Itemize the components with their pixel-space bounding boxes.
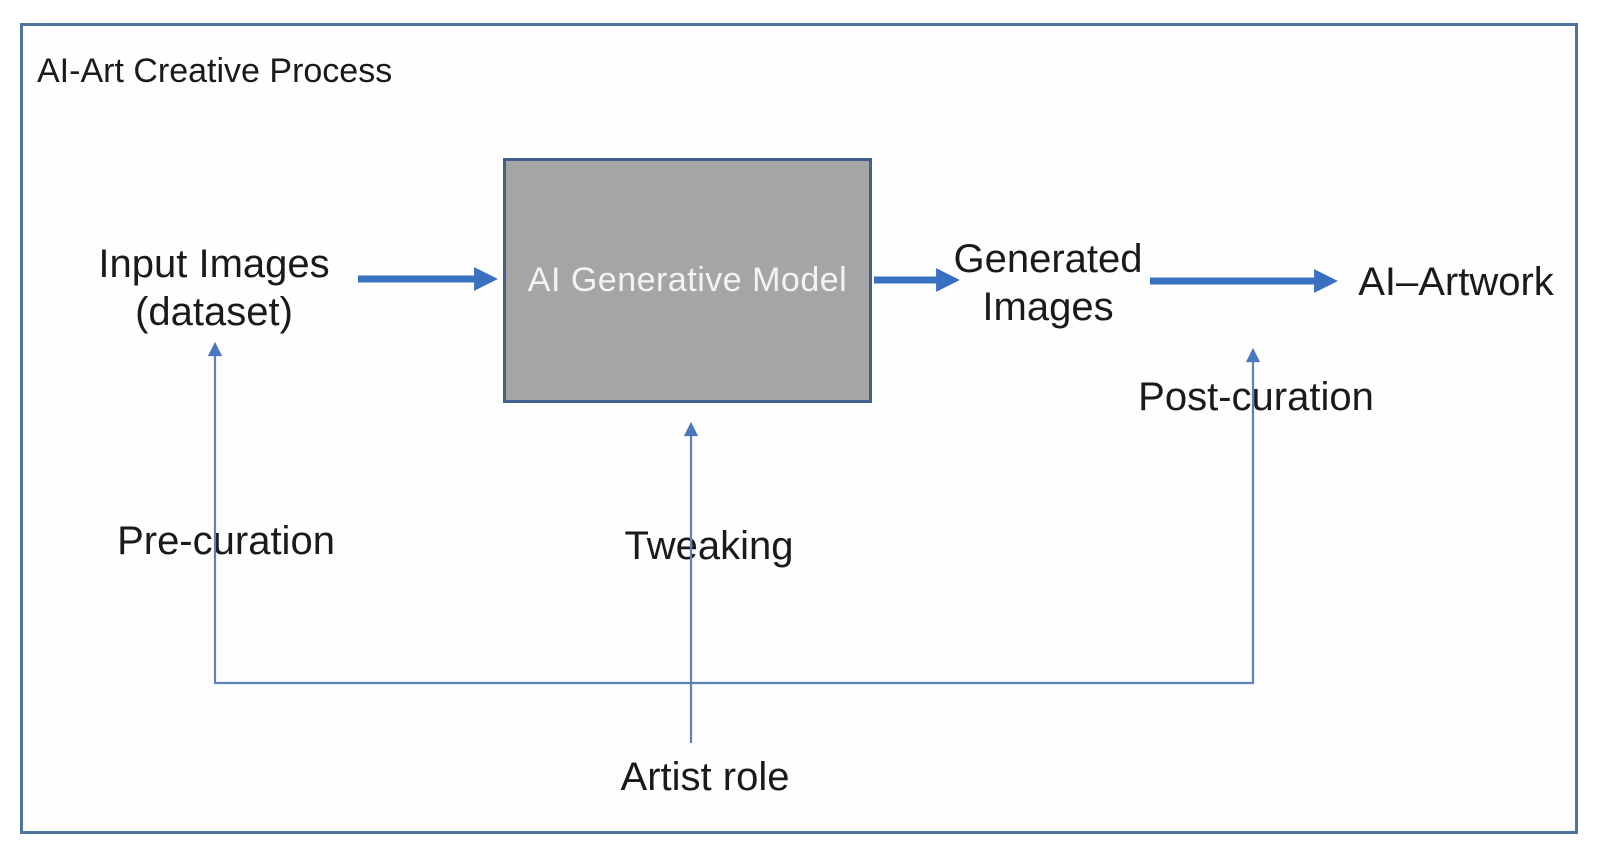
diagram-title: AI-Art Creative Process xyxy=(37,52,393,90)
model-label: AI Generative Model xyxy=(527,261,848,299)
input-images-line2: (dataset) xyxy=(135,290,293,334)
annotation-post-curation: Post-curation xyxy=(1138,375,1374,419)
node-ai-artwork: AI–Artwork xyxy=(1358,260,1554,304)
node-generated-images: Generated Images xyxy=(953,235,1142,331)
node-ai-generative-model: AI Generative Model xyxy=(503,158,872,403)
generated-images-line2: Images xyxy=(982,285,1114,329)
diagram-border xyxy=(20,23,1578,834)
input-images-line1: Input Images xyxy=(98,242,330,286)
annotation-artist-role: Artist role xyxy=(620,755,790,799)
generated-images-line1: Generated xyxy=(953,237,1143,281)
annotation-tweaking: Tweaking xyxy=(624,524,794,568)
annotation-pre-curation: Pre-curation xyxy=(117,519,335,563)
node-input-images: Input Images (dataset) xyxy=(98,240,329,336)
